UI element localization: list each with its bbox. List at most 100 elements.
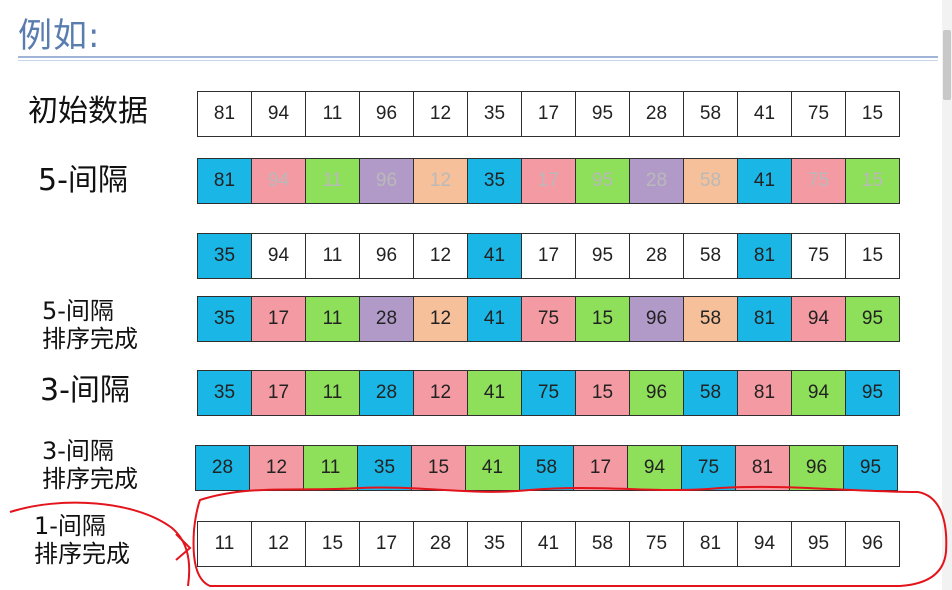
array-cell: 96 [789, 445, 844, 491]
array-cell: 41 [737, 158, 792, 204]
array-cell: 75 [791, 158, 846, 204]
array-cell: 94 [251, 233, 306, 279]
row-label-line: 3-间隔 [42, 437, 114, 465]
row-label-line: 排序完成 [34, 540, 130, 569]
array-cell: 58 [683, 158, 738, 204]
array-cell: 95 [575, 233, 630, 279]
row-label: 3-间隔排序完成 [42, 437, 138, 494]
row-label-line: 5-间隔 [38, 163, 128, 198]
array-cell: 58 [683, 370, 738, 416]
array-cell: 94 [791, 296, 846, 342]
array-cell: 12 [413, 370, 468, 416]
row-label: 3-间隔 [40, 373, 130, 408]
array-cell: 15 [411, 445, 466, 491]
array-cell: 17 [251, 370, 306, 416]
array-cell: 94 [251, 158, 306, 204]
array-cell: 81 [735, 445, 790, 491]
array-cell: 41 [467, 296, 522, 342]
array-cell: 11 [305, 233, 360, 279]
array-cell: 12 [413, 233, 468, 279]
array-cell: 41 [521, 521, 576, 567]
row-label-line: 排序完成 [42, 465, 138, 494]
array-cell: 94 [737, 521, 792, 567]
array-cell: 95 [843, 445, 898, 491]
array-cell: 17 [521, 158, 576, 204]
array-cell: 81 [737, 296, 792, 342]
array-cell: 58 [575, 521, 630, 567]
array-cell: 17 [521, 233, 576, 279]
array-cell: 15 [845, 233, 900, 279]
row-label-line: 1-间隔 [34, 512, 106, 540]
row-label-line: 排序完成 [42, 325, 138, 354]
array-cell: 17 [359, 521, 414, 567]
array-cell: 95 [845, 370, 900, 416]
array-cell: 11 [305, 158, 360, 204]
array-cell: 95 [791, 521, 846, 567]
array-cell: 17 [521, 91, 576, 137]
array-cell: 58 [683, 296, 738, 342]
array-cell: 95 [575, 158, 630, 204]
array-cell: 75 [791, 91, 846, 137]
array-cell: 94 [251, 91, 306, 137]
array-cell: 96 [359, 158, 414, 204]
array-cell: 28 [629, 233, 684, 279]
array-cell: 58 [683, 91, 738, 137]
array-cell: 12 [413, 296, 468, 342]
array-cell: 35 [467, 158, 522, 204]
array-cell: 15 [845, 158, 900, 204]
array-cell: 12 [413, 158, 468, 204]
array-cell: 12 [413, 91, 468, 137]
row-label: 5-间隔排序完成 [42, 297, 138, 354]
array-cell: 12 [249, 445, 304, 491]
array-cell: 12 [251, 521, 306, 567]
title-underline [18, 56, 938, 58]
array-cell: 41 [467, 233, 522, 279]
array-cell: 81 [737, 370, 792, 416]
array-cell: 96 [629, 296, 684, 342]
row-label-line: 初始数据 [28, 94, 148, 129]
array-cell: 15 [845, 91, 900, 137]
array-cell: 15 [575, 370, 630, 416]
array-cell: 28 [629, 91, 684, 137]
row-label: 初始数据 [28, 94, 148, 129]
row-label: 5-间隔 [38, 163, 128, 198]
array-cell: 15 [575, 296, 630, 342]
page-title: 例如: [18, 16, 101, 56]
array-cell: 75 [791, 233, 846, 279]
array-cell: 75 [521, 370, 576, 416]
array-cell: 11 [305, 370, 360, 416]
array-cell: 95 [575, 91, 630, 137]
array-cell: 35 [197, 370, 252, 416]
array-cell: 81 [197, 91, 252, 137]
array-cell: 41 [467, 370, 522, 416]
array-cell: 28 [413, 521, 468, 567]
array-cell: 11 [303, 445, 358, 491]
red-arrow-tip [175, 533, 192, 561]
array-cell: 96 [845, 521, 900, 567]
array-cell: 81 [197, 158, 252, 204]
array-cell: 95 [845, 296, 900, 342]
vertical-scrollbar[interactable] [942, 0, 952, 590]
row-label-line: 5-间隔 [42, 297, 114, 325]
array-cell: 81 [737, 233, 792, 279]
array-cell: 17 [251, 296, 306, 342]
array-cell: 75 [681, 445, 736, 491]
array-cell: 15 [305, 521, 360, 567]
array-cell: 58 [683, 233, 738, 279]
array-cell: 81 [683, 521, 738, 567]
array-cell: 11 [197, 521, 252, 567]
array-cell: 35 [197, 296, 252, 342]
array-cell: 28 [195, 445, 250, 491]
array-cell: 35 [357, 445, 412, 491]
array-cell: 35 [467, 91, 522, 137]
array-cell: 96 [359, 233, 414, 279]
title-underline-secondary [18, 60, 938, 61]
scrollbar-thumb[interactable] [943, 30, 951, 100]
array-cell: 58 [519, 445, 574, 491]
array-cell: 94 [791, 370, 846, 416]
